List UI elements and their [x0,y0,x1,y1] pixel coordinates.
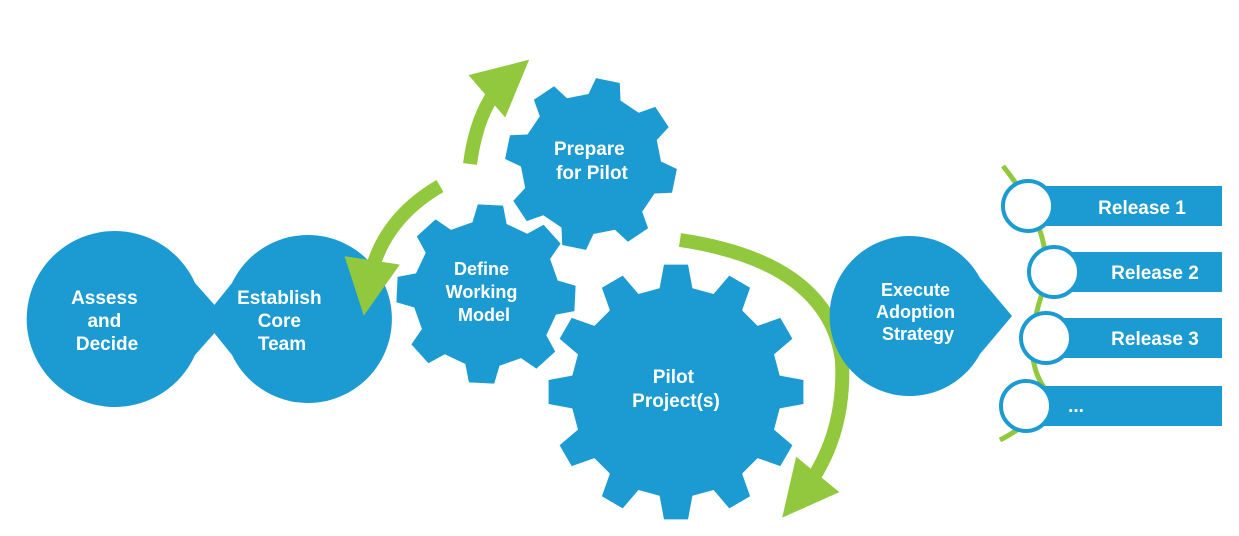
establish-line-3: Team [258,334,306,355]
svg-text:Execute Adoption S: Execute Adoption Strategy [876,280,960,344]
assess-line-3: Decide [76,334,138,355]
step-establish-core-team: Establish Core Team [203,235,392,403]
gear-pilot-shape [548,264,804,520]
gear-pilot-projects [548,264,804,520]
release-item-more: ... [999,379,1222,433]
execute-line-1: Execute [881,280,950,300]
define-line-3: Model [458,305,510,325]
cycle-arrow-top [463,59,530,165]
cycle-arrow-left [344,179,444,316]
release-label-2: Release 2 [1111,263,1199,284]
assess-line-2: and [87,311,121,332]
prepare-line-1: Prepare [554,139,625,160]
pilot-line-1: Pilot [653,367,695,388]
define-line-1: Define [454,259,509,279]
execute-teardrop-shape [829,236,1012,396]
prepare-line-2: for Pilot [556,163,628,184]
establish-line-1: Establish [237,288,321,309]
release-node-1 [1001,179,1055,233]
gear-define-working-model [396,204,576,384]
svg-text:Assess and Decide: Assess and Decide [71,288,143,355]
assess-line-1: Assess [71,288,138,309]
release-label-3: Release 3 [1111,329,1199,350]
release-item-1: Release 1 [1001,179,1222,233]
step-execute-adoption-strategy: Execute Adoption Strategy [829,236,1012,396]
release-bar-more [1020,386,1222,426]
pilot-line-2: Project(s) [632,391,720,412]
establish-line-2: Core [258,311,301,332]
execute-line-2: Adoption [876,302,955,322]
gear-prepare-shape [505,78,677,250]
release-label-more: ... [1068,396,1084,417]
step-assess-and-decide: Assess and Decide [26,230,228,407]
gear-define-shape [396,204,576,384]
svg-text:Define Working Model: Define Working Model [446,259,523,325]
svg-text:Establish Core Tea: Establish Core Team [237,288,327,355]
release-item-3: Release 3 [1019,311,1222,365]
execute-line-3: Strategy [882,324,954,344]
assess-teardrop-shape [26,230,228,407]
svg-text:Prepare for Pilot: Prepare for Pilot [554,139,630,184]
release-node-more [999,379,1053,433]
gear-prepare-for-pilot [505,78,677,250]
release-item-2: Release 2 [1027,245,1222,299]
release-node-3 [1019,311,1073,365]
define-line-2: Working [446,282,518,302]
release-node-2 [1027,245,1081,299]
release-label-1: Release 1 [1098,198,1186,219]
svg-text:Pilot Project(s): Pilot Project(s) [632,367,720,412]
